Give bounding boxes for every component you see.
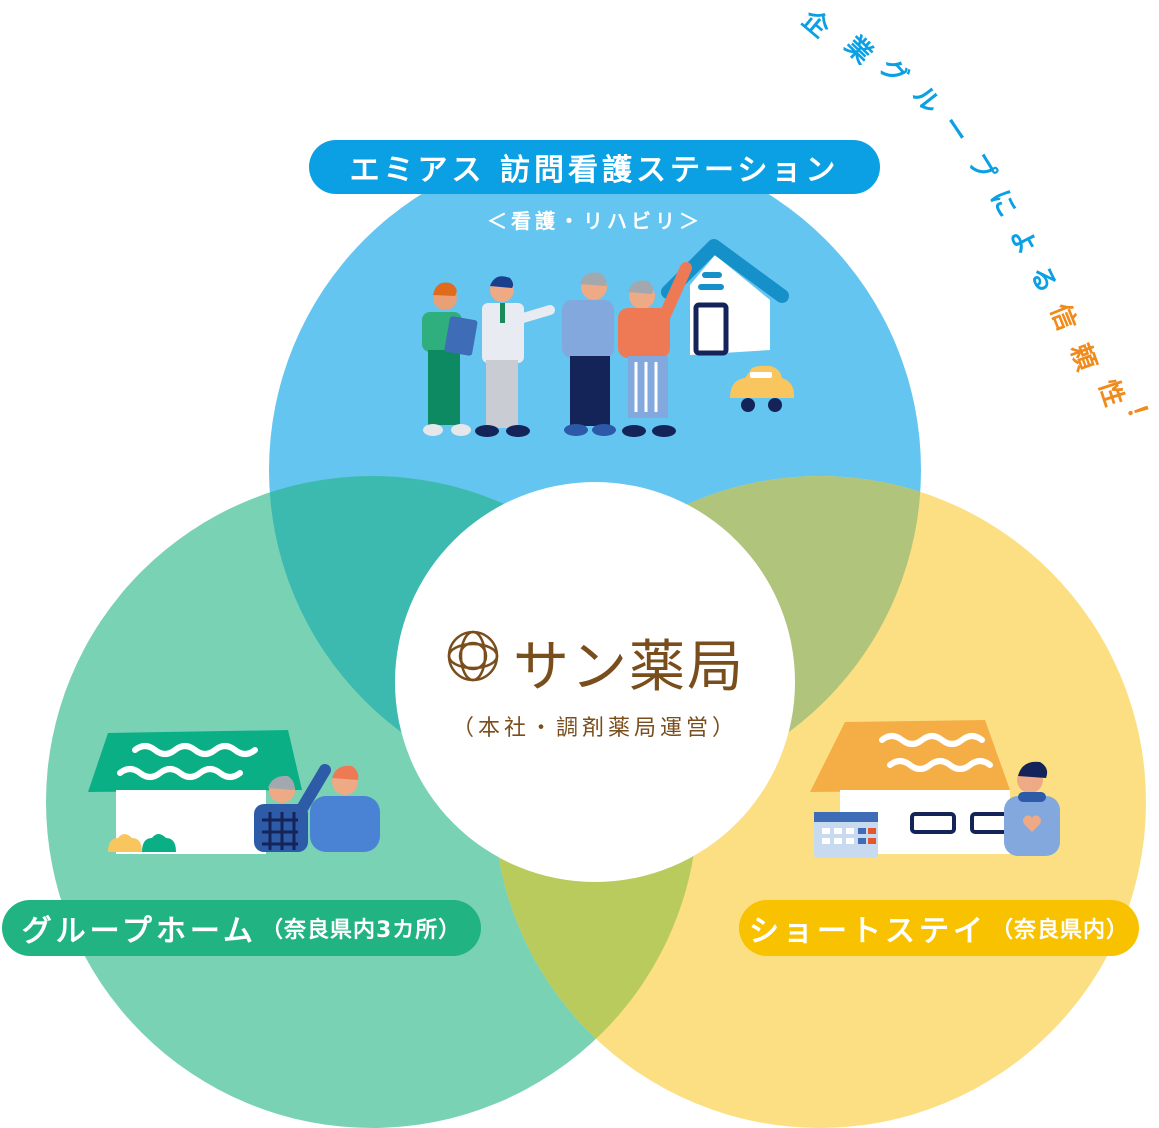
short-stay-title: ショートステイ bbox=[748, 914, 987, 949]
elderly-woman-figure bbox=[618, 262, 692, 437]
short-stay-label: ショートステイ （奈良県内） bbox=[739, 900, 1139, 956]
car-icon bbox=[730, 365, 795, 412]
illustration-short-stay bbox=[810, 720, 1060, 858]
home-nursing-label: エミアス 訪問看護ステーション bbox=[309, 140, 880, 194]
pharmacy-brand: サン薬局 bbox=[445, 622, 745, 703]
elderly-man-figure bbox=[562, 272, 616, 436]
house-icon bbox=[661, 239, 789, 356]
group-home-label: グループホーム （奈良県内3カ所） bbox=[2, 900, 481, 956]
pharmacy-description: （本社・調剤薬局運営） bbox=[451, 716, 738, 741]
logo-spacer bbox=[445, 634, 503, 692]
pharmacy-name: サン薬局 bbox=[513, 635, 745, 700]
illustration-home-nursing bbox=[422, 239, 795, 437]
doctor-figure bbox=[475, 276, 555, 437]
group-home-title: グループホーム bbox=[21, 914, 257, 949]
short-stay-location: （奈良県内） bbox=[990, 918, 1129, 943]
home-nursing-subtitle: ＜看護・リハビリ＞ bbox=[487, 209, 703, 233]
illustration-group-home bbox=[88, 730, 380, 854]
nurse-figure bbox=[422, 282, 478, 436]
group-home-location: （奈良県内3カ所） bbox=[261, 918, 462, 943]
calendar-icon bbox=[814, 812, 878, 858]
bush-icon bbox=[108, 834, 142, 852]
home-nursing-title: エミアス 訪問看護ステーション bbox=[349, 153, 840, 188]
pharmacy-logo-icon bbox=[447, 630, 499, 682]
center-circle bbox=[395, 482, 795, 882]
bush-icon bbox=[142, 834, 176, 852]
